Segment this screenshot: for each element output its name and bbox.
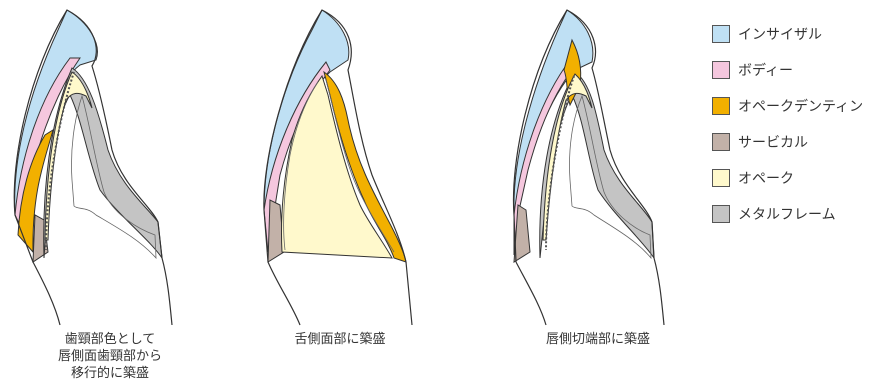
caption-tooth-2: 舌側面部に築盛: [260, 331, 420, 348]
caption-3-line-1: 唇側切端部に築盛: [508, 331, 688, 348]
tooth-section-1: [14, 10, 172, 325]
legend-label-metal-frame: メタルフレーム: [738, 204, 836, 224]
root-outline-2: [268, 262, 412, 325]
caption-1-line-3: 移行的に築盛: [30, 365, 190, 382]
caption-tooth-1: 歯頸部色として 唇側面歯頸部から 移行的に築盛: [30, 331, 190, 382]
legend-label-opaque-dentin: オペークデンティン: [738, 96, 863, 116]
legend-label-body: ボディー: [738, 60, 793, 80]
legend-item-opaque-dentin: オペークデンティン: [712, 96, 863, 116]
swatch-opaque: [712, 169, 730, 187]
legend-item-metal-frame: メタルフレーム: [712, 204, 863, 224]
legend-item-cervical: サービカル: [712, 132, 863, 152]
tooth-section-2: [264, 10, 412, 325]
legend-label-opaque: オペーク: [738, 168, 794, 188]
root-outline-3: [516, 258, 664, 325]
swatch-opaque-dentin: [712, 97, 730, 115]
caption-tooth-3: 唇側切端部に築盛: [508, 331, 688, 348]
swatch-cervical: [712, 133, 730, 151]
legend-item-opaque: オペーク: [712, 168, 863, 188]
swatch-body: [712, 61, 730, 79]
caption-2-line-1: 舌側面部に築盛: [260, 331, 420, 348]
caption-1-line-2: 唇側面歯頸部から: [30, 348, 190, 365]
metal-frame-3: [540, 72, 654, 258]
swatch-metal-frame: [712, 205, 730, 223]
tooth-section-3: [513, 10, 664, 325]
metal-frame-1: [44, 68, 162, 258]
caption-1-line-1: 歯頸部色として: [30, 331, 190, 348]
swatch-incisal: [712, 25, 730, 43]
legend-item-body: ボディー: [712, 60, 863, 80]
legend-label-incisal: インサイザル: [738, 24, 822, 44]
legend-item-incisal: インサイザル: [712, 24, 863, 44]
root-outline-1: [33, 258, 172, 325]
legend: インサイザル ボディー オペークデンティン サービカル オペーク メタルフレーム: [712, 24, 863, 240]
legend-label-cervical: サービカル: [738, 132, 808, 152]
